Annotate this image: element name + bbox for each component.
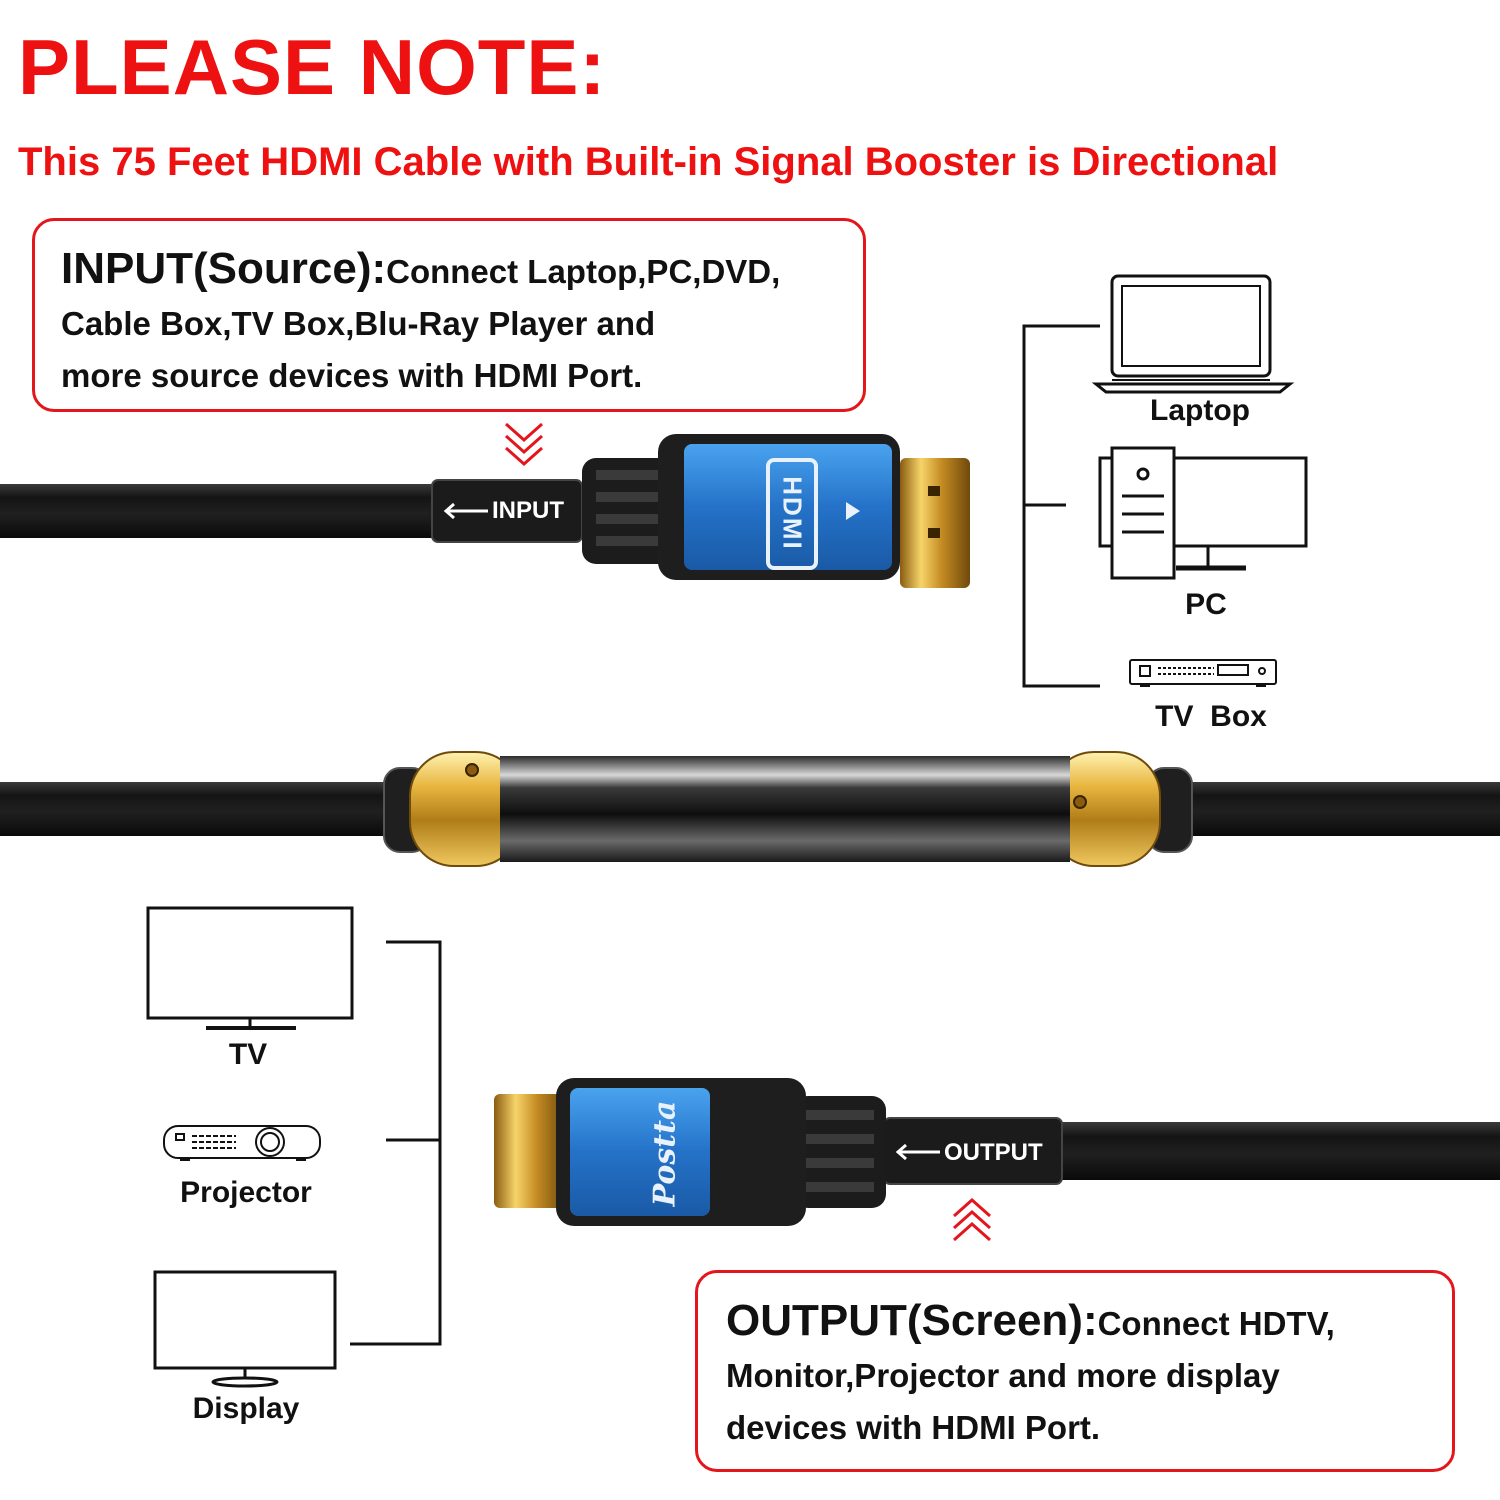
pc-label: PC (1185, 588, 1227, 621)
page-subtitle: This 75 Feet HDMI Cable with Built-in Si… (18, 140, 1279, 184)
hdmi-logo: HDMI (777, 476, 808, 551)
output-note-heading: OUTPUT(Screen): (726, 1296, 1098, 1345)
output-direction-arrow-icon (895, 1143, 940, 1161)
output-note-line1: Connect HDTV, (1097, 1305, 1335, 1342)
output-plug-label: OUTPUT (944, 1139, 1043, 1166)
input-note-line2: Cable Box,TV Box,Blu-Ray Player and (61, 305, 656, 342)
input-note-line3: more source devices with HDMI Port. (61, 357, 643, 394)
projector-label: Projector (180, 1176, 312, 1209)
input-direction-arrow-icon (443, 502, 488, 520)
pc-icon (1098, 446, 1308, 580)
up-chevrons-icon (953, 1197, 991, 1242)
postta-logo: Postta (647, 1100, 683, 1207)
output-note-line3: devices with HDMI Port. (726, 1409, 1101, 1446)
output-plug (494, 1078, 806, 1226)
signal-booster (0, 751, 1500, 867)
page-title: PLEASE NOTE: (18, 23, 607, 111)
tv-box-label: TV Box (1155, 700, 1267, 733)
input-note-box: INPUT(Source):Connect Laptop,PC,DVD, Cab… (32, 218, 866, 412)
input-note-heading: INPUT(Source): (61, 244, 387, 293)
tv-label: TV (228, 1038, 268, 1071)
output-cable (794, 1096, 1500, 1208)
output-note-line2: Monitor,Projector and more display (726, 1357, 1280, 1394)
input-note-line1: Connect Laptop,PC,DVD, (386, 253, 781, 290)
display-label: Display (192, 1392, 300, 1425)
output-note-box: OUTPUT(Screen):Connect HDTV, Monitor,Pro… (695, 1270, 1455, 1472)
down-chevrons-icon (505, 422, 543, 467)
input-plug-label: INPUT (492, 497, 564, 524)
laptop-label: Laptop (1150, 394, 1250, 427)
source-bracket (1022, 324, 1100, 688)
display-bracket (350, 940, 442, 1346)
display-icon (153, 1270, 337, 1388)
projector-icon (163, 1125, 321, 1161)
input-plug (658, 434, 970, 588)
input-cable (0, 458, 672, 564)
laptop-icon (1091, 274, 1295, 394)
tv-box-icon (1129, 659, 1277, 687)
play-arrow-icon (846, 502, 860, 520)
tv-icon (146, 906, 354, 1030)
